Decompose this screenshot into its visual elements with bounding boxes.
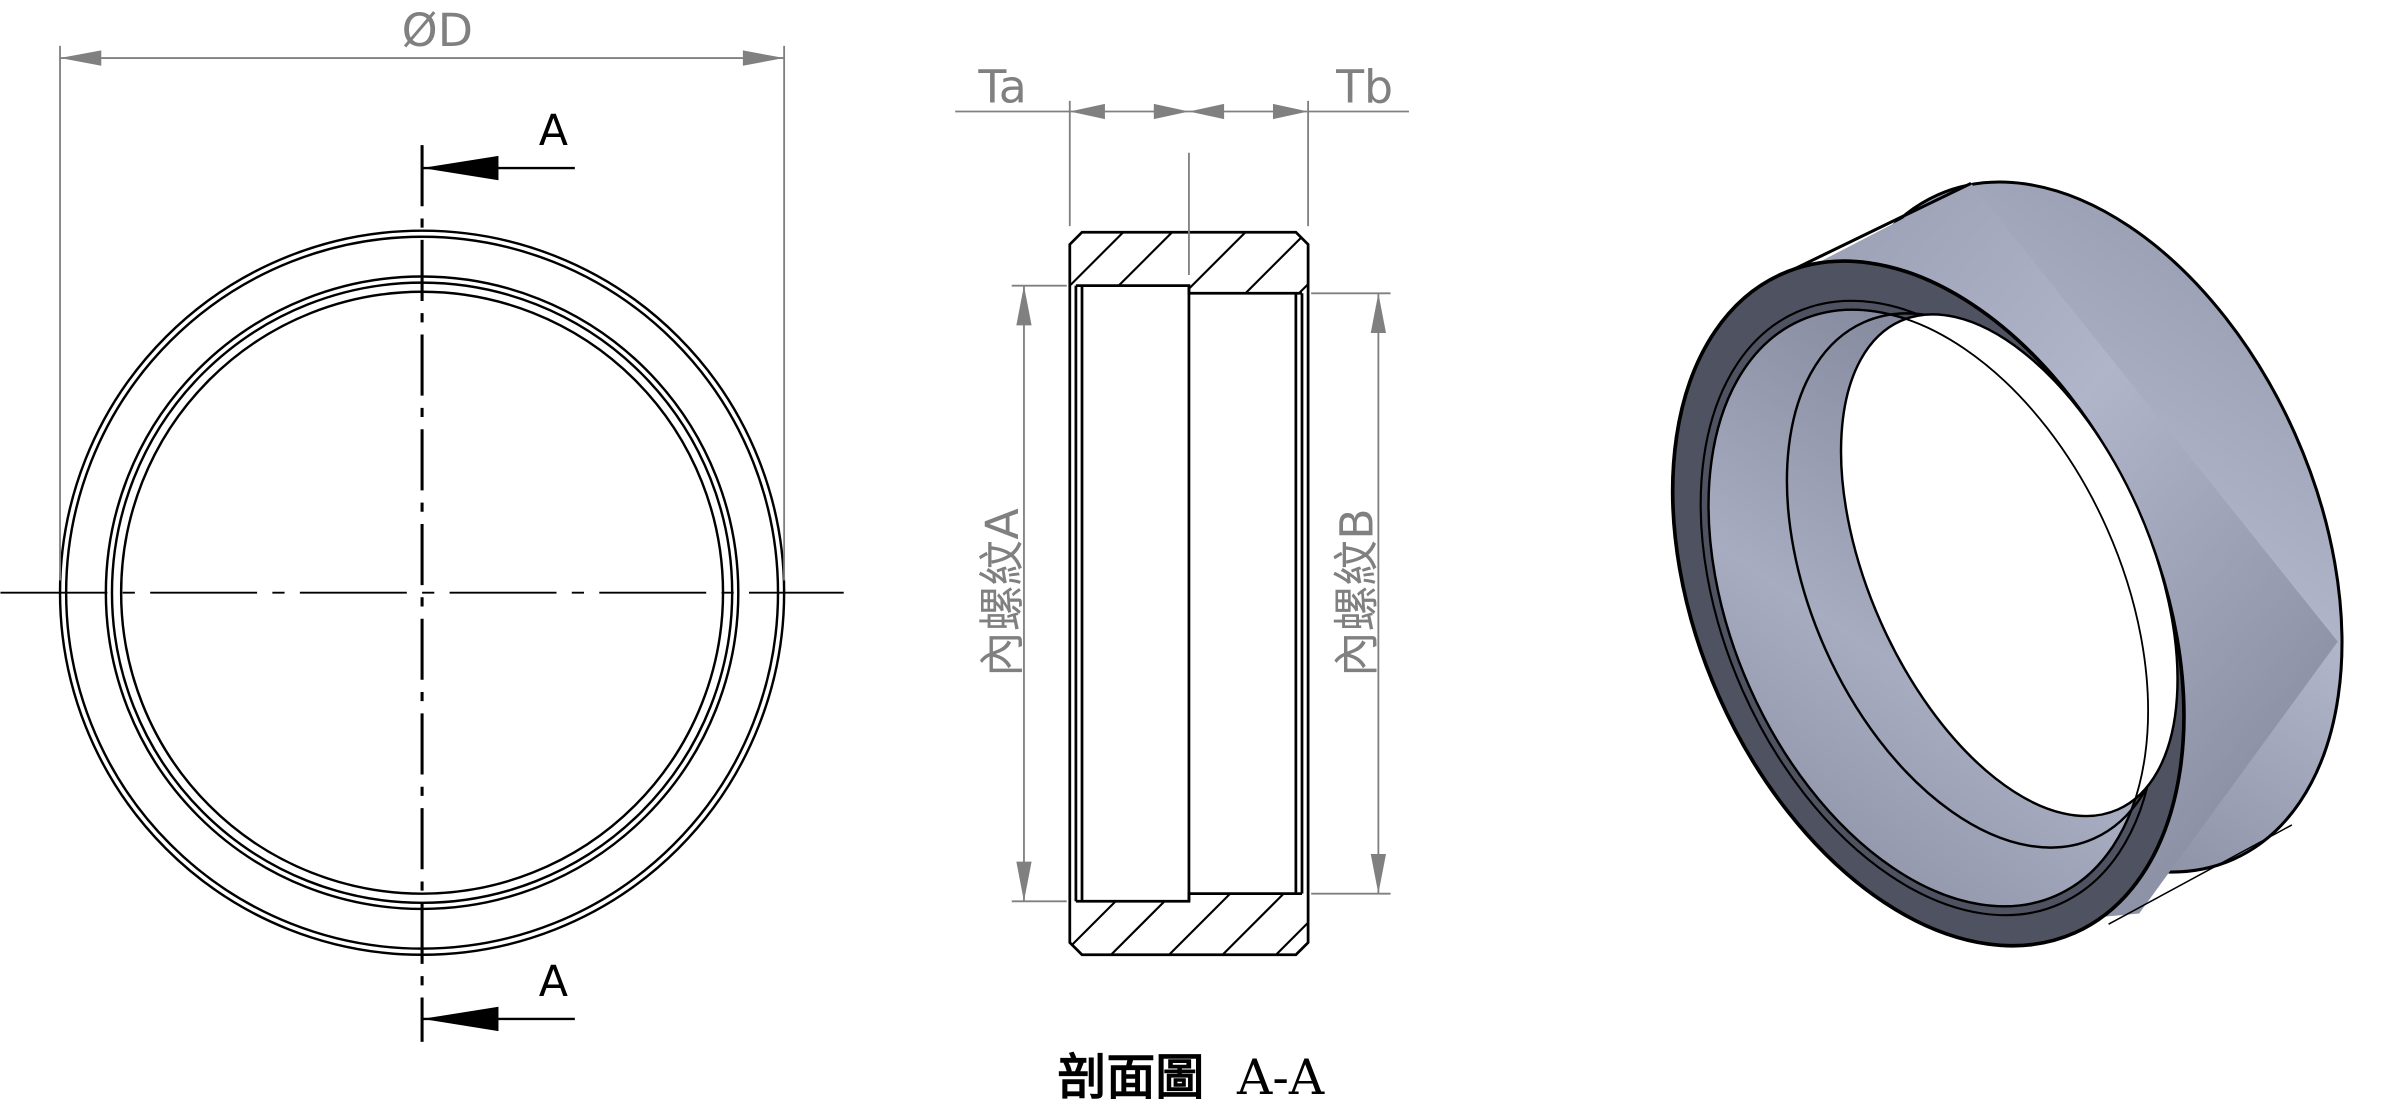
section-label-top: A (539, 106, 568, 156)
arrow-top-icon (422, 155, 499, 181)
thickness-dimensions: Ta Tb (955, 59, 1409, 227)
section-label-bottom: A (539, 957, 568, 1007)
section-arrows: A A (422, 106, 575, 1032)
caption-id: A-A (1236, 1049, 1325, 1106)
front-view (0, 145, 844, 1042)
thread-b-label: 內螺紋B (1329, 508, 1383, 677)
thread-a-label: 內螺紋A (975, 508, 1029, 677)
isometric-view (1670, 180, 2344, 948)
diameter-dimension: ØD (59, 3, 786, 581)
arrow-bottom-icon (422, 1006, 499, 1032)
thread-dimensions: 內螺紋A 內螺紋B (975, 284, 1391, 903)
caption-cjk: 剖面圖 (1058, 1049, 1205, 1106)
ring-opening (1839, 313, 2179, 818)
section-view (1068, 152, 1310, 957)
ta-label: Ta (977, 59, 1026, 113)
diameter-label: ØD (402, 3, 473, 57)
tb-label: Tb (1335, 59, 1393, 113)
section-outline (1068, 230, 1310, 957)
section-caption: 剖面圖 A-A (1058, 1049, 1325, 1106)
